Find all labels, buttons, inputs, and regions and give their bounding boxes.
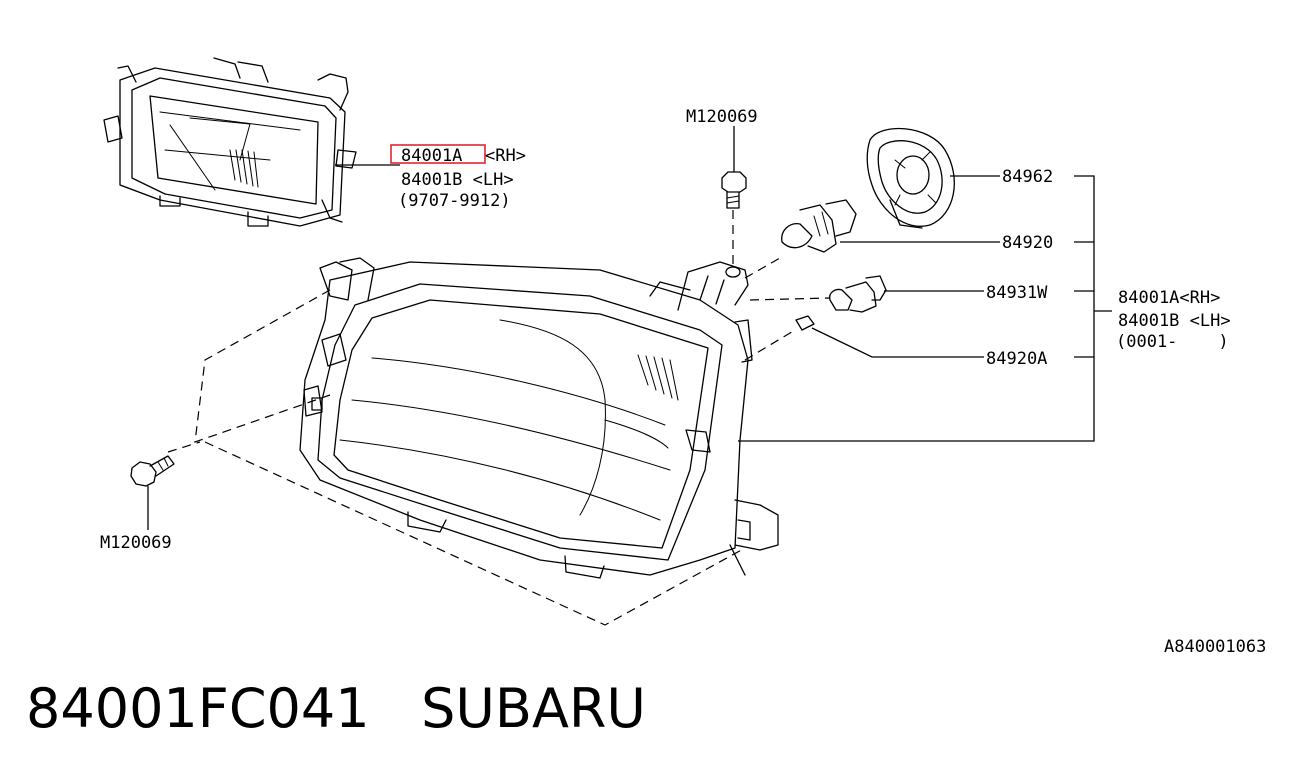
leader-bulb-small: [811, 327, 984, 358]
bolt-top-icon: [721, 171, 747, 209]
label-bulb-main: 84920: [1002, 233, 1053, 253]
label-socket: 84962: [1002, 167, 1053, 187]
socket-icon: [866, 127, 955, 229]
headlight-assembly-illustration: [299, 257, 779, 579]
label-lh-top: 84001B <LH>: [401, 170, 514, 190]
brand-name: SUBARU: [421, 677, 646, 740]
label-date-right: (0001- ): [1116, 332, 1229, 352]
bulb-side-icon: [829, 275, 887, 313]
label-rh-right: 84001A<RH>: [1118, 288, 1220, 308]
label-bolt-bottom: M120069: [100, 533, 172, 553]
bulb-small-icon: [795, 315, 815, 331]
highlight-box: [390, 144, 486, 164]
headlight-old-model-illustration: [103, 57, 357, 227]
label-bulb-side: 84931W: [986, 283, 1048, 303]
label-bulb-small: 84920A: [986, 349, 1047, 369]
label-rh-top: 84001A: [401, 146, 462, 166]
assembly-bracket: [738, 175, 1112, 442]
diagram-id: A840001063: [1164, 637, 1266, 657]
bulb-dashed-lines: [744, 257, 831, 361]
label-bolt-top: M120069: [686, 107, 758, 127]
part-number: 84001FC041: [26, 677, 370, 740]
bulb-main-icon: [781, 199, 857, 253]
mounting-dashed-lines: [167, 289, 746, 626]
part-caption: 84001FC041 SUBARU: [26, 682, 646, 736]
label-lh-right: 84001B <LH>: [1118, 311, 1231, 331]
label-date-top: (9707-9912): [398, 191, 511, 211]
bolt-bottom-icon: [130, 455, 175, 487]
label-rh-top-suffix: <RH>: [485, 146, 526, 166]
